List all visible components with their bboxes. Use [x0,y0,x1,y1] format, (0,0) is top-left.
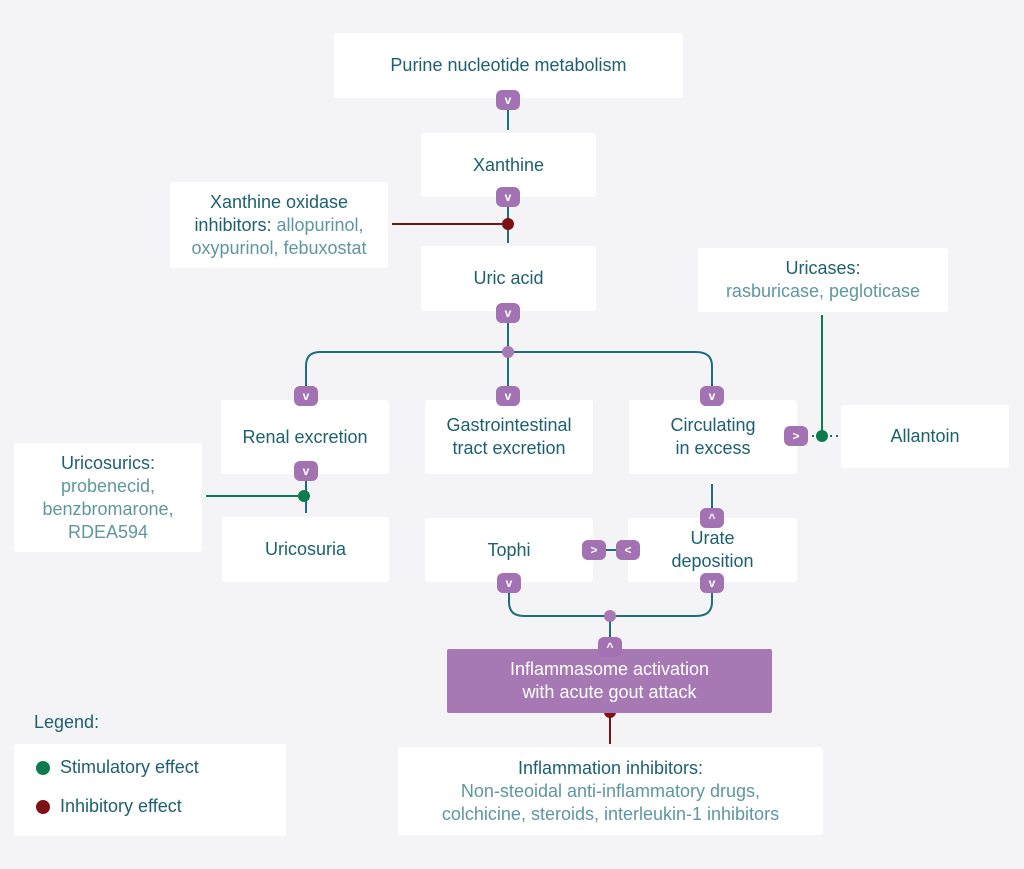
node-tophi: Tophi [425,518,593,582]
drug-name: RDEA594 [67,521,149,542]
legend: Stimulatory effect Inhibitory effect [14,744,286,836]
drug-line1: Xanthine oxidase [210,191,348,214]
drug-names-line3: oxypurinol, febuxostat [191,237,367,258]
arrow-down-icon: v [294,386,318,406]
arrow-up-icon: ^ [700,508,724,528]
node-label-line1: Gastrointestinal [446,415,572,435]
stimulatory-dot-icon [36,760,50,775]
drug-name: benzbromarone, [42,498,174,519]
node-purine-nucleotide-metabolism: Purine nucleotide metabolism [334,33,683,98]
drug-xanthine-oxidase-inhibitors: Xanthine oxidase inhibitors: allopurinol… [170,182,388,268]
node-label: Uric acid [473,268,544,288]
drug-line2: inhibitors: allopurinol, [194,214,363,237]
drug-inflammation-inhibitors: Inflammation inhibitors: Non-steoidal an… [398,747,823,835]
arrow-down-icon: v [496,187,520,207]
legend-title: Legend: [34,712,100,732]
legend-label: Inhibitory effect [60,796,182,816]
drug-title: Uricosurics: [60,452,155,473]
node-label-line2: with acute gout attack [522,682,697,702]
node-circulating-in-excess: Circulating in excess [629,400,797,474]
drug-uricosurics: Uricosurics: probenecid, benzbromarone, … [14,443,202,552]
junction-uric-split [502,346,514,358]
node-label-line2: in excess [675,438,751,458]
stimulatory-dot-uricosurics [298,490,310,502]
arrow-right-icon: > [784,426,808,446]
legend-label: Stimulatory effect [60,757,199,777]
node-label: Uricosuria [264,539,347,559]
node-xanthine: Xanthine [421,133,596,197]
arrow-down-icon: v [496,386,520,406]
node-label: Xanthine [472,154,545,175]
arrow-down-icon: v [700,386,724,406]
drug-line3: oxypurinol, febuxostat [191,237,366,260]
arrow-right-icon: > [582,540,606,560]
arrow-down-icon: v [497,573,521,593]
inhibitory-dot-xo [502,218,514,230]
node-label-line1: Circulating [670,415,756,435]
drug-title-line2: inhibitors: [194,214,272,235]
node-label-line1: Inflammasome activation [509,659,710,679]
arrow-down-icon: v [700,573,724,593]
drug-name: Non-steoidal anti-inflammatory drugs, [460,780,761,801]
drug-uricases: Uricases: rasburicase, pegloticase [698,248,948,312]
drug-names-line2: allopurinol, [276,214,364,235]
node-gastrointestinal-excretion: Gastrointestinal tract excretion [425,400,593,474]
drug-title: Inflammation inhibitors: [517,757,704,778]
node-uric-acid: Uric acid [421,246,596,311]
node-label-line2: tract excretion [452,438,566,458]
junction-merge [604,610,616,622]
node-label: Tophi [487,539,531,560]
drug-name: colchicine, steroids, interleukin-1 inhi… [441,803,780,824]
drug-name: probenecid, [60,475,156,496]
node-inflammasome-activation: Inflammasome activation with acute gout … [447,649,772,713]
legend-item-stimulatory: Stimulatory effect [36,757,199,778]
arrow-down-icon: v [496,303,520,323]
arrow-down-icon: v [496,90,520,110]
node-label: Purine nucleotide metabolism [390,55,627,75]
node-label: Renal excretion [242,426,368,447]
arrow-down-icon: v [294,461,318,481]
arrow-left-icon: < [616,540,640,560]
node-uricosuria: Uricosuria [222,517,389,582]
stimulatory-dot-uricases [816,430,828,442]
node-urate-deposition: Urate deposition [628,518,797,582]
arrow-up-icon: ^ [598,637,622,657]
node-allantoin: Allantoin [841,405,1009,468]
drug-title-line1: Xanthine oxidase [209,191,349,212]
drug-title: Uricases: [785,258,861,278]
legend-item-inhibitory: Inhibitory effect [36,796,182,817]
node-label-line1: Urate [690,528,735,548]
node-label: Allantoin [890,426,960,446]
inhibitory-dot-icon [36,799,50,814]
drug-names: rasburicase, pegloticase [725,281,921,301]
node-label-line2: deposition [671,551,754,571]
